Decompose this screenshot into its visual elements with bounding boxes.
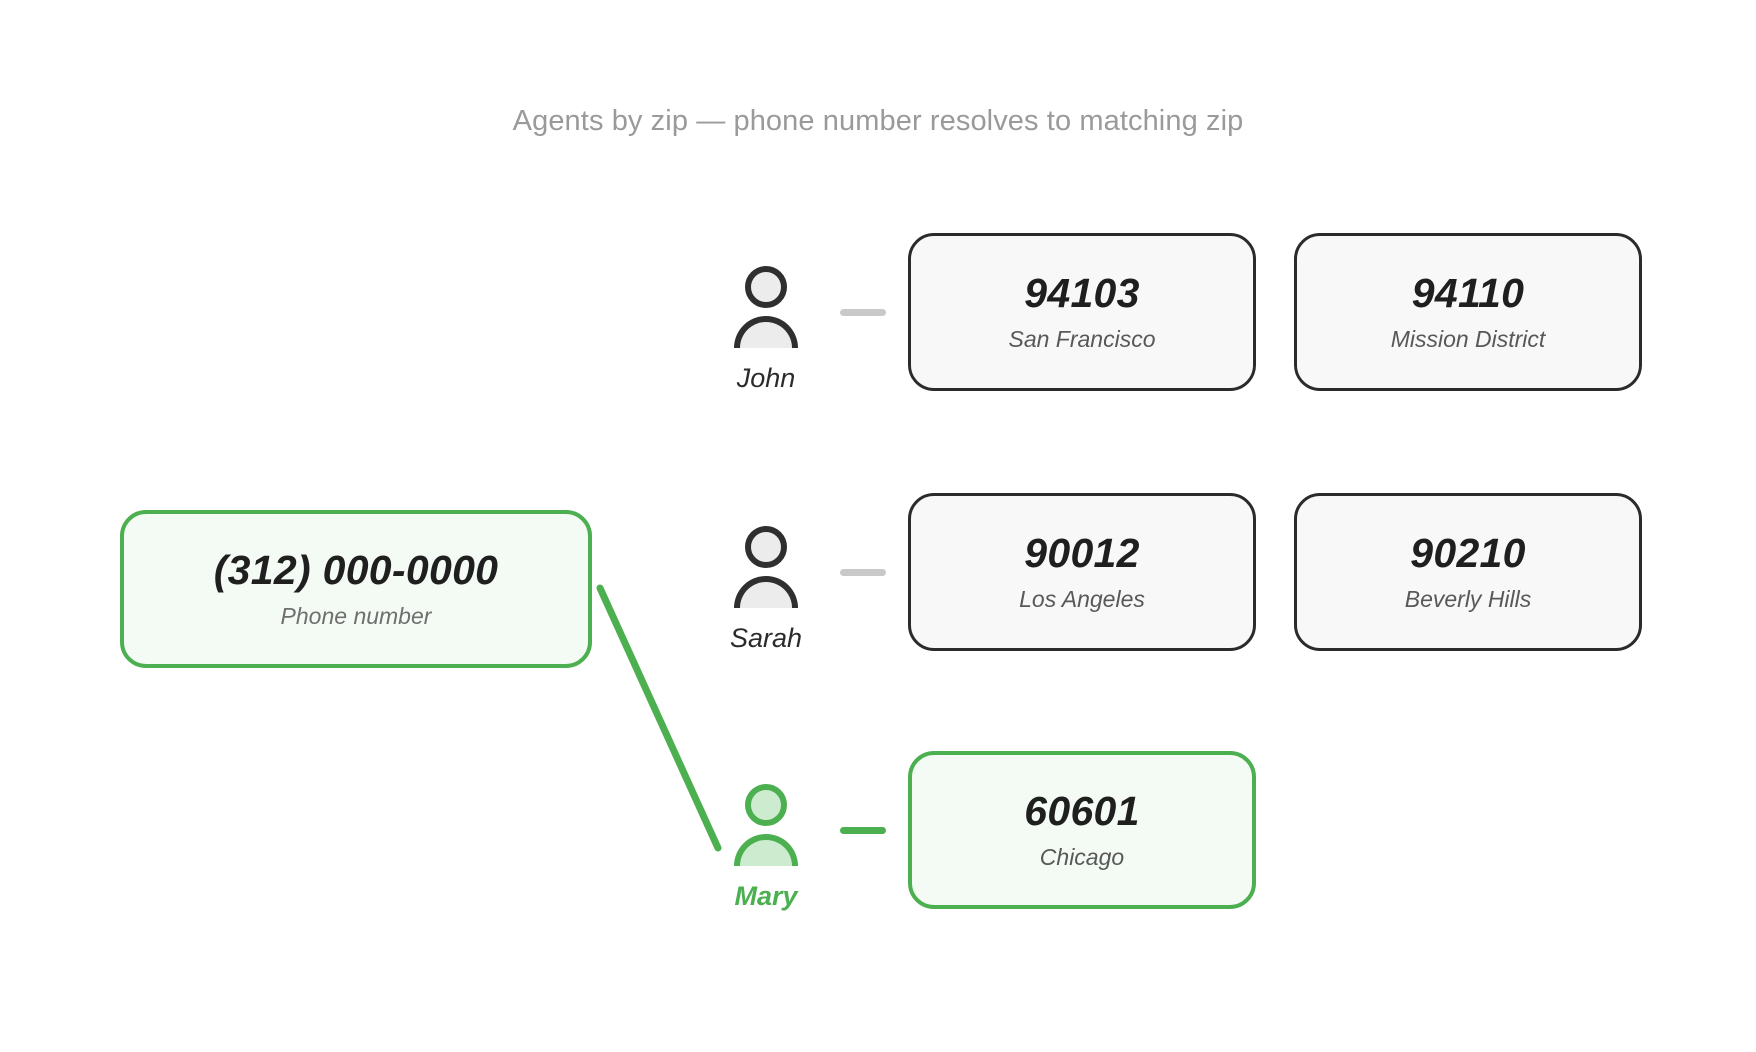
dash-connector-icon <box>840 568 886 576</box>
agent-sarah[interactable]: Sarah <box>700 526 832 654</box>
agent-john[interactable]: John <box>700 266 832 394</box>
zip-card[interactable]: 60601 Chicago <box>908 751 1256 909</box>
zip-code-value: 90012 <box>1024 529 1140 576</box>
agent-name-label: Sarah <box>729 623 803 653</box>
zip-card-group: 94103 San Francisco 94110 Mission Distri… <box>908 233 1680 391</box>
zip-code-value: 94103 <box>1024 269 1140 316</box>
page-title: Agents by zip — phone number resolves to… <box>512 105 1244 137</box>
zip-code-value: 90210 <box>1410 529 1526 576</box>
avatar-head-shape <box>745 784 787 826</box>
phone-number-label: Phone number <box>280 603 432 630</box>
avatar-head-shape <box>745 526 787 568</box>
phone-number-card[interactable]: (312) 000-0000 Phone number <box>120 510 592 668</box>
zip-card[interactable]: 90012 Los Angeles <box>908 493 1256 651</box>
agent-name-label: John <box>736 363 796 393</box>
avatar-head-shape <box>745 266 787 308</box>
zip-city-label: Los Angeles <box>1019 586 1145 613</box>
avatar-body-shape <box>734 834 798 866</box>
zip-city-label: Mission District <box>1390 326 1546 353</box>
agent-row: John 94103 San Francisco 94110 Mission D… <box>700 230 1680 430</box>
person-avatar-icon <box>731 784 801 868</box>
avatar-body-shape <box>734 576 798 608</box>
zip-card-group: 90012 Los Angeles 90210 Beverly Hills <box>908 493 1680 651</box>
zip-card[interactable]: 90210 Beverly Hills <box>1294 493 1642 651</box>
zip-code-value: 60601 <box>1024 787 1140 834</box>
zip-card-group: 60601 Chicago <box>908 751 1294 909</box>
dash-connector-icon <box>840 826 886 834</box>
zip-card[interactable]: 94103 San Francisco <box>908 233 1256 391</box>
agent-mary[interactable]: Mary <box>700 784 832 912</box>
zip-city-label: Chicago <box>1039 844 1125 871</box>
agent-row: Mary 60601 Chicago <box>700 748 1294 948</box>
person-avatar-icon <box>731 266 801 350</box>
agent-name-label: Mary <box>734 881 798 911</box>
zip-card[interactable]: 94110 Mission District <box>1294 233 1642 391</box>
zip-code-value: 94110 <box>1411 269 1525 316</box>
zip-city-label: San Francisco <box>1008 326 1156 353</box>
zip-city-label: Beverly Hills <box>1404 586 1532 613</box>
dash-connector-icon <box>840 308 886 316</box>
phone-number-value: (312) 000-0000 <box>213 546 499 593</box>
agent-row: Sarah 90012 Los Angeles 90210 Beverly Hi… <box>700 490 1680 690</box>
avatar-body-shape <box>734 316 798 348</box>
person-avatar-icon <box>731 526 801 610</box>
